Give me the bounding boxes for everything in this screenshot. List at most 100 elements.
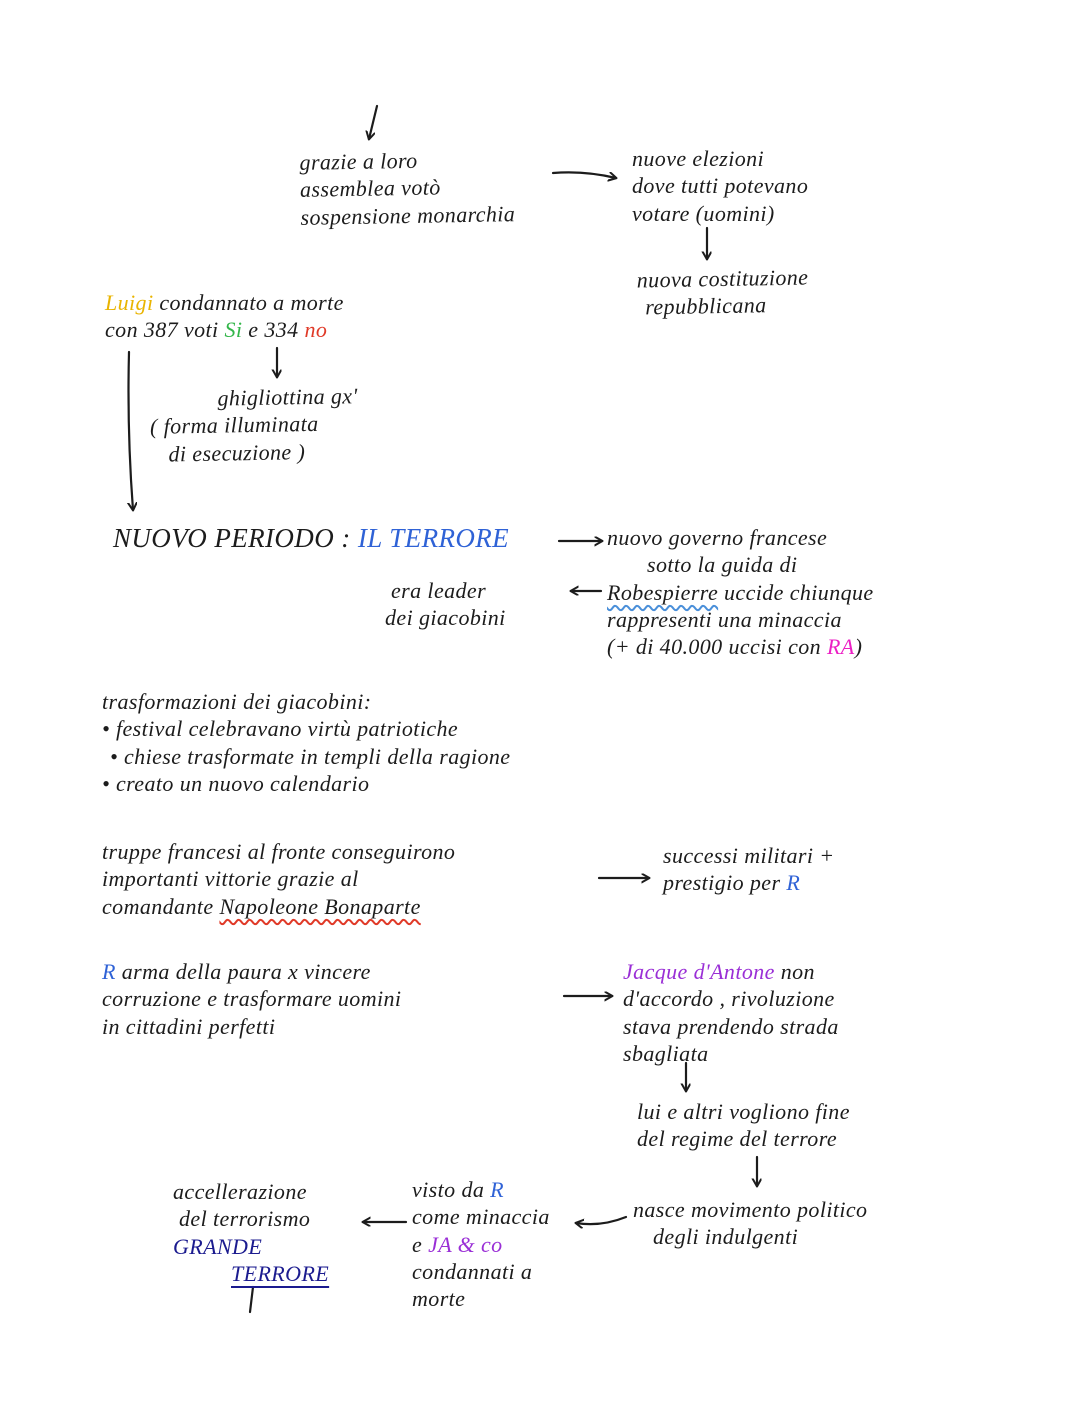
note-line: repubblicana — [645, 291, 809, 321]
text-segment: e — [412, 1231, 429, 1257]
note-line: votare (uomini) — [632, 200, 808, 227]
jacque-dantone: Jacque d'Antone — [623, 959, 775, 984]
text-segment: rappresenti una minaccia — [607, 606, 842, 632]
note-line: degli indulgenti — [653, 1223, 867, 1250]
note-line: sospensione monarchia — [300, 200, 515, 231]
text-segment: d'accordo , rivoluzione — [623, 986, 835, 1012]
note-line: stava prendendo strada — [623, 1013, 839, 1040]
text-segment: non — [774, 959, 815, 984]
note-line: • festival celebravano virtù patriotiche — [102, 715, 510, 742]
note-line: come minaccia — [412, 1203, 550, 1230]
text-segment: visto da — [412, 1177, 491, 1202]
text-segment: degli indulgenti — [653, 1224, 799, 1250]
note-line: • creato un nuovo calendario — [102, 770, 510, 797]
text-segment: ghigliottina gx' — [217, 383, 358, 411]
note-line: nasce movimento politico — [633, 1196, 867, 1223]
text-segment: sbagliata — [623, 1040, 709, 1066]
note-line: TERRORE — [231, 1260, 329, 1287]
note-line: sotto la guida di — [647, 551, 874, 578]
text-segment: importanti vittorie grazie al — [102, 866, 359, 892]
text-segment: sospensione monarchia — [300, 200, 516, 230]
note-new-period-title: NUOVO PERIODO : IL TERRORE — [113, 522, 509, 555]
note-line: del terrorismo — [179, 1205, 329, 1232]
note-line: in cittadini perfetti — [102, 1013, 401, 1040]
arrow-indulgents-to-threat — [576, 1215, 628, 1224]
text-segment: trasformazioni dei giacobini: — [102, 689, 372, 714]
note-line: • chiese trasformate in templi della rag… — [110, 743, 510, 770]
note-line: ghigliottina gx' — [217, 382, 358, 412]
napoleone-bonaparte: Napoleone Bonaparte — [219, 893, 421, 919]
text-segment: stava prendendo strada — [623, 1013, 839, 1039]
robespierre: Robespierre — [607, 579, 719, 605]
text-segment: e 334 — [242, 317, 305, 343]
note-line: truppe francesi al fronte conseguirono — [102, 838, 455, 865]
text-segment: nuova costituzione — [636, 264, 809, 293]
note-line: GRANDE — [173, 1233, 329, 1260]
note-line: R arma della paura x vincere — [102, 958, 401, 985]
note-line: con 387 voti Si e 334 no — [105, 316, 344, 343]
note-line: importanti vittorie grazie al — [102, 865, 455, 892]
note-line: accellerazione — [173, 1178, 329, 1205]
note-jacobin-transformations: trasformazioni dei giacobini:• festival … — [102, 688, 510, 797]
text-segment: lui e altri vogliono fine — [637, 1099, 850, 1124]
note-line: nuova costituzione — [637, 264, 809, 294]
text-segment: assemblea votò — [299, 174, 441, 203]
grande-terrore: TERRORE — [231, 1260, 330, 1286]
note-line: trasformazioni dei giacobini: — [102, 688, 510, 715]
note-line: visto da R — [412, 1176, 550, 1203]
text-segment: arma della paura x vincere — [115, 959, 371, 984]
note-line: del regime del terrore — [637, 1125, 850, 1152]
text-segment: nuove elezioni — [632, 146, 765, 171]
text-segment: come minaccia — [412, 1204, 550, 1230]
text-segment: grazie a loro — [299, 147, 418, 175]
text-segment: ) — [854, 634, 863, 660]
note-line: (+ di 40.000 uccisi con RA) — [607, 633, 874, 660]
note-line: lui e altri vogliono fine — [637, 1098, 850, 1125]
note-line: Jacque d'Antone non — [623, 958, 839, 985]
arrow-assembly-to-elections — [551, 171, 616, 178]
arrow-top-down — [369, 104, 379, 139]
text-segment: comandante — [102, 893, 220, 919]
note-military-success: successi militari +prestigio per R — [663, 842, 835, 897]
text-segment: del terrorismo — [179, 1206, 311, 1232]
note-line: ( forma illuminata — [150, 409, 358, 440]
note-line: rappresenti una minaccia — [607, 606, 874, 633]
r-robespierre: R — [786, 870, 801, 896]
note-line: nuove elezioni — [632, 145, 808, 172]
text-segment: nasce movimento politico — [633, 1197, 868, 1222]
text-segment: (+ di 40.000 uccisi con — [607, 634, 827, 660]
ra-highlight: RA — [826, 634, 855, 660]
text-segment: successi militari + — [663, 843, 835, 868]
note-line: comandante Napoleone Bonaparte — [102, 893, 455, 920]
note-line: corruzione e trasformare uomini — [102, 985, 401, 1012]
note-line: Robespierre uccide chiunque — [607, 579, 874, 606]
note-line: d'accordo , rivoluzione — [623, 985, 839, 1012]
text-segment: truppe francesi al fronte conseguirono — [102, 839, 456, 864]
text-segment: nuovo governo francese — [607, 525, 828, 550]
text-segment: • festival celebravano virtù patriotiche — [102, 716, 459, 742]
note-line: successi militari + — [663, 842, 835, 869]
note-line: dei giacobini — [385, 604, 506, 631]
text-segment: condannati a — [412, 1258, 533, 1284]
arrow-luigi-to-new-period — [129, 350, 134, 510]
text-segment: NUOVO PERIODO : — [113, 523, 358, 553]
text-segment: prestigio per — [663, 870, 787, 896]
terror-title: IL TERRORE — [357, 523, 510, 553]
text-segment: di esecuzione ) — [168, 438, 306, 467]
text-segment: • chiese trasformate in templi della rag… — [110, 743, 511, 769]
text-segment: repubblicana — [645, 292, 767, 320]
ja-and-co: JA & co — [428, 1231, 503, 1257]
